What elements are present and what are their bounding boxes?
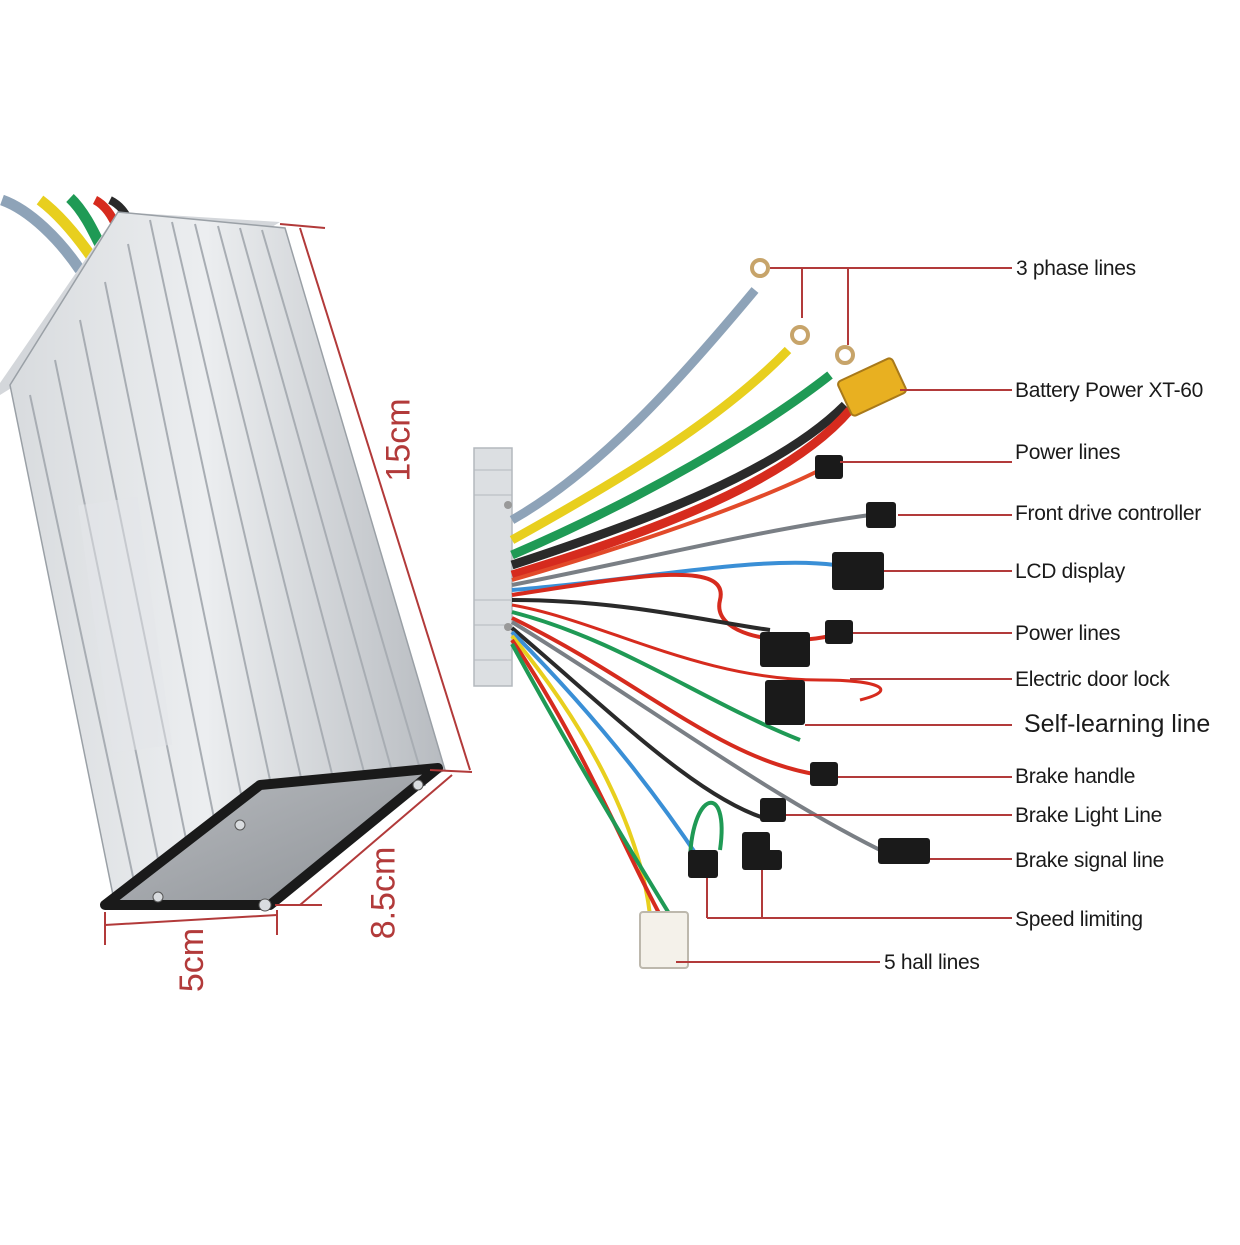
callout-battery-power: Battery Power XT-60 xyxy=(1015,379,1204,402)
controller-box xyxy=(0,193,446,912)
dimension-height-label: 5cm xyxy=(173,927,212,993)
callout-power-lines-2: Power lines xyxy=(1015,622,1121,645)
callout-lines xyxy=(676,267,1012,963)
callout-phase-lines: 3 phase lines xyxy=(1016,257,1136,280)
callout-brake-light-line: Brake Light Line xyxy=(1015,804,1162,827)
callout-lcd-display: LCD display xyxy=(1015,560,1125,583)
dimension-length-label: 15cm xyxy=(379,398,418,482)
dimension-width-label: 8.5cm xyxy=(364,846,403,940)
callout-self-learning-line: Self-learning line xyxy=(1024,710,1211,738)
dimension-lines xyxy=(104,223,473,945)
wiring-harness xyxy=(473,258,930,969)
callout-speed-limiting: Speed limiting xyxy=(1015,908,1143,931)
callout-electric-door-lock: Electric door lock xyxy=(1015,668,1170,691)
callout-hall-lines: 5 hall lines xyxy=(884,951,980,974)
callout-brake-handle: Brake handle xyxy=(1015,765,1136,788)
callout-brake-signal-line: Brake signal line xyxy=(1015,849,1164,872)
callout-power-lines-1: Power lines xyxy=(1015,441,1121,464)
callout-front-drive-controller: Front drive controller xyxy=(1015,502,1201,525)
